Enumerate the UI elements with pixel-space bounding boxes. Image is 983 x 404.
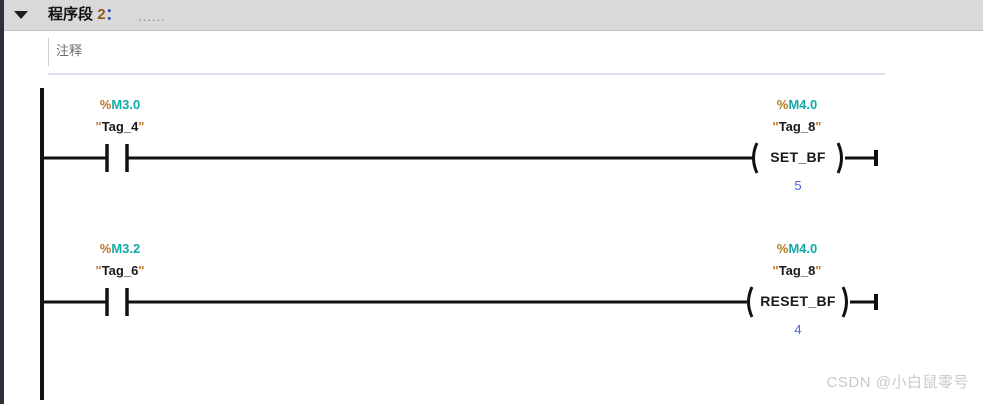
rung-2-contact-address-prefix: % [99, 241, 112, 256]
rung-2-coil-address-prefix: % [776, 241, 789, 256]
watermark-text: CSDN @小白鼠零号 [826, 374, 969, 391]
rung-1-coil-tag-text: Tag_8 [778, 119, 816, 134]
rung-1-contact-tag: "Tag_4" [95, 119, 145, 134]
rung-2-coil-reset-bf[interactable] [747, 286, 848, 318]
rung-1-coil-address-text: M4.0 [788, 97, 818, 112]
rung-1-coil-address-prefix: % [776, 97, 789, 112]
left-gutter-strip [0, 0, 4, 404]
rung-2-contact-address: %M3.2 [100, 241, 140, 257]
rung-1-coil-address: %M4.0 [777, 97, 817, 113]
rung-1-contact-no[interactable] [105, 144, 129, 172]
ladder-rung-2 [42, 286, 878, 318]
ladder-rung-1 [42, 142, 878, 174]
triangle-down-icon[interactable] [14, 11, 28, 19]
network-header-bar[interactable]: 程序段 2： ...... [4, 0, 983, 31]
rung-1-coil-operator: SET_BF [770, 149, 826, 165]
network-title-colon: ： [105, 6, 121, 23]
rung-1-contact-address-text: M3.0 [111, 97, 141, 112]
rung-2-contact-tag: "Tag_6" [95, 263, 145, 278]
rung-2-coil-tag: "Tag_8" [772, 263, 822, 278]
rung-2-coil-address: %M4.0 [777, 241, 817, 257]
network-title-number: 2 [97, 6, 106, 23]
rung-1-contact-address-prefix: % [99, 97, 112, 112]
network-title-dots: ...... [138, 9, 166, 24]
rung-2-contact-address-text: M3.2 [111, 241, 141, 256]
network-comment-field[interactable]: 注释 [48, 38, 349, 66]
rung-1-contact-tag-text: Tag_4 [101, 119, 139, 134]
rung-1-coil-value[interactable]: 5 [794, 178, 802, 193]
rung-2-coil-operator: RESET_BF [760, 293, 836, 309]
rung-2-coil-address-text: M4.0 [788, 241, 818, 256]
network-comment-text: 注释 [56, 43, 83, 58]
rung-2-contact-tag-text: Tag_6 [101, 263, 139, 278]
network-title: 程序段 2： [48, 4, 121, 26]
rung-1-contact-address: %M3.0 [100, 97, 140, 113]
rung-2-coil-value[interactable]: 4 [794, 322, 802, 337]
rung-2-coil-tag-text: Tag_8 [778, 263, 816, 278]
rung-2-contact-no[interactable] [105, 288, 129, 316]
network-title-prefix: 程序段 [48, 6, 94, 23]
rung-1-coil-tag: "Tag_8" [772, 119, 822, 134]
rung-1-coil-set-bf[interactable] [752, 142, 843, 174]
comment-divider [48, 73, 885, 75]
